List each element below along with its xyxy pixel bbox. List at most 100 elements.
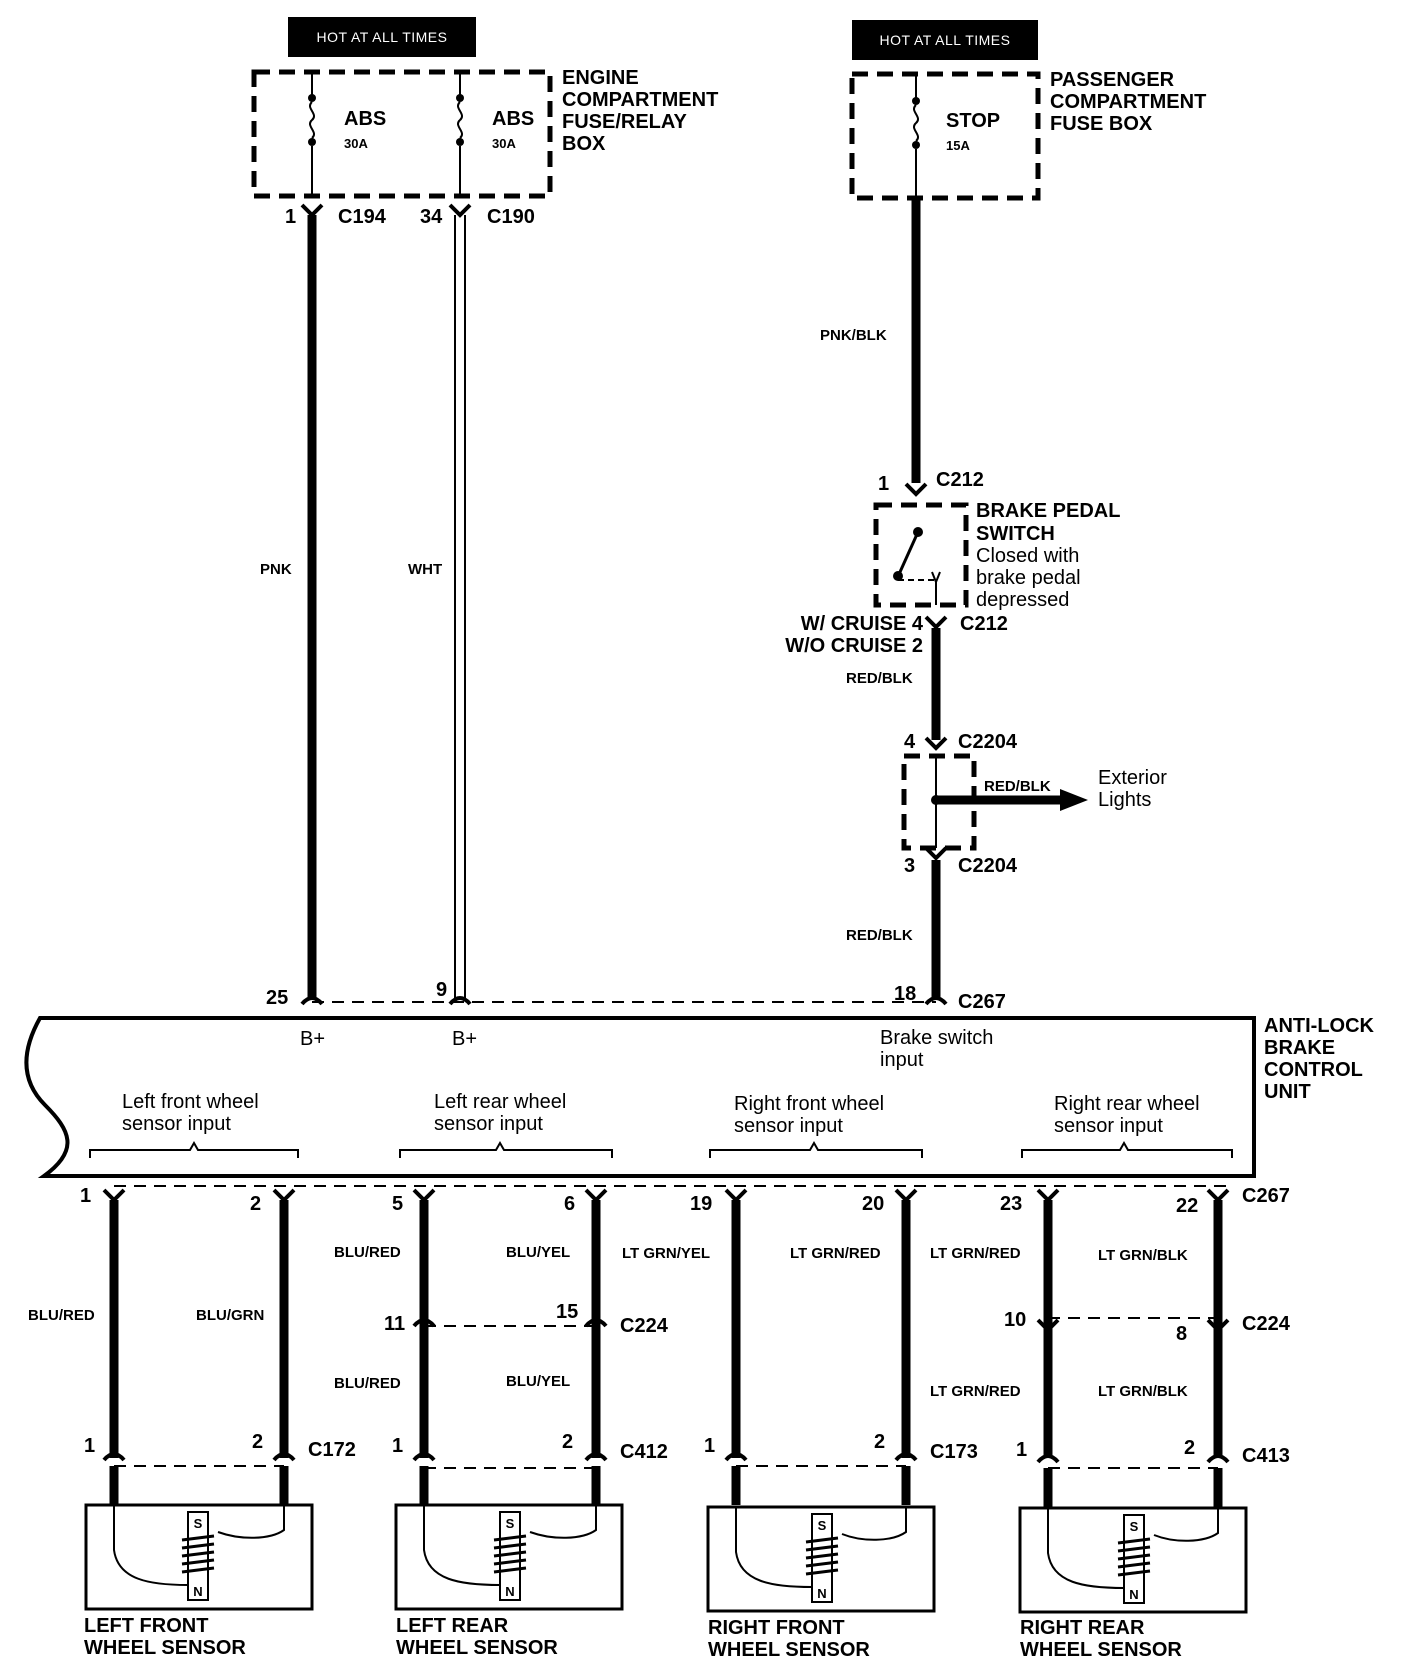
- svg-text:10: 10: [1004, 1309, 1026, 1331]
- abs-fuse-2-name: ABS: [492, 108, 534, 130]
- svg-text:Left rear wheel: Left rear wheel: [434, 1091, 566, 1113]
- rf-wheel-sensor: S N: [706, 1505, 936, 1613]
- svg-text:sensor input: sensor input: [1054, 1115, 1163, 1137]
- svg-text:WHEEL SENSOR: WHEEL SENSOR: [84, 1637, 246, 1659]
- brake-switch-desc: Closed with brake pedal depressed: [976, 545, 1081, 611]
- svg-text:1: 1: [84, 1435, 95, 1457]
- abs-fuse-2-rating: 30A: [492, 136, 516, 151]
- engine-fuse-box: [251, 69, 553, 199]
- c2204-pin3: 3: [904, 855, 915, 877]
- svg-text:15: 15: [556, 1301, 578, 1323]
- svg-text:8: 8: [1176, 1323, 1187, 1345]
- svg-text:brake pedal: brake pedal: [976, 567, 1081, 589]
- svg-text:WHEEL SENSOR: WHEEL SENSOR: [396, 1637, 558, 1659]
- svg-text:BLU/YEL: BLU/YEL: [506, 1373, 570, 1390]
- svg-text:LT GRN/RED: LT GRN/RED: [790, 1245, 881, 1262]
- svg-text:LT GRN/BLK: LT GRN/BLK: [1098, 1383, 1188, 1400]
- svg-text:COMPARTMENT: COMPARTMENT: [562, 89, 718, 111]
- c212-label-top: C212: [936, 469, 984, 491]
- svg-text:BRAKE PEDAL: BRAKE PEDAL: [976, 500, 1120, 522]
- svg-text:BOX: BOX: [562, 133, 606, 155]
- svg-text:1: 1: [1016, 1439, 1027, 1461]
- svg-text:S: S: [818, 1518, 827, 1533]
- svg-text:S: S: [194, 1516, 203, 1531]
- svg-text:Brake switch: Brake switch: [880, 1027, 993, 1049]
- svg-text:BLU/RED: BLU/RED: [334, 1244, 401, 1261]
- rf-sensor-title: RIGHT FRONT WHEEL SENSOR: [708, 1617, 870, 1661]
- rr-wheel-sensor: S N: [1018, 1506, 1248, 1614]
- svg-text:19: 19: [690, 1193, 712, 1215]
- svg-text:2: 2: [1184, 1437, 1195, 1459]
- input-braces: [89, 1140, 1233, 1158]
- lr-input-label: Left rear wheel sensor input: [434, 1091, 566, 1135]
- svg-text:2: 2: [252, 1431, 263, 1453]
- svg-text:C172: C172: [308, 1439, 356, 1461]
- hot-label-right: HOT AT ALL TIMES: [880, 32, 1011, 48]
- svg-text:S: S: [506, 1516, 515, 1531]
- abs-unit-title: ANTI-LOCK BRAKE CONTROL UNIT: [1264, 1015, 1375, 1103]
- passenger-box-label: PASSENGER COMPARTMENT FUSE BOX: [1050, 69, 1206, 135]
- lr-sensor-title: LEFT REAR WHEEL SENSOR: [396, 1615, 558, 1659]
- abs-control-unit: [24, 1016, 1256, 1178]
- svg-text:LT GRN/BLK: LT GRN/BLK: [1098, 1247, 1188, 1264]
- svg-text:BLU/RED: BLU/RED: [334, 1375, 401, 1392]
- svg-text:N: N: [505, 1584, 514, 1599]
- c267-pin25: 25: [266, 987, 288, 1009]
- svg-text:C413: C413: [1242, 1445, 1290, 1467]
- c194-pin: 1: [285, 206, 296, 228]
- abs-fuse-2-icon: [455, 93, 465, 147]
- c267-pin9: 9: [436, 979, 447, 1001]
- rf-circuit: LT GRN/YEL LT GRN/RED 1 2 C173: [622, 1188, 978, 1505]
- svg-text:Right front wheel: Right front wheel: [734, 1093, 884, 1115]
- svg-text:C224: C224: [1242, 1313, 1291, 1335]
- svg-text:BLU/GRN: BLU/GRN: [196, 1307, 264, 1324]
- stop-fuse-icon: [911, 96, 921, 150]
- svg-text:C173: C173: [930, 1441, 978, 1463]
- svg-text:depressed: depressed: [976, 589, 1069, 611]
- rr-input-label: Right rear wheel sensor input: [1054, 1093, 1200, 1137]
- red-blk-label-1: RED/BLK: [846, 670, 913, 687]
- svg-text:UNIT: UNIT: [1264, 1081, 1311, 1103]
- pnk-blk-label: PNK/BLK: [820, 327, 887, 344]
- svg-text:Lights: Lights: [1098, 789, 1151, 811]
- brake-switch-title: BRAKE PEDAL SWITCH: [976, 500, 1120, 545]
- svg-text:1: 1: [80, 1185, 91, 1207]
- exterior-lights-label: Exterior Lights: [1098, 767, 1167, 811]
- svg-text:COMPARTMENT: COMPARTMENT: [1050, 91, 1206, 113]
- red-blk-label-ext: RED/BLK: [984, 778, 1051, 795]
- svg-text:sensor input: sensor input: [434, 1113, 543, 1135]
- svg-text:BLU/YEL: BLU/YEL: [506, 1244, 570, 1261]
- hot-label-left: HOT AT ALL TIMES: [317, 29, 448, 45]
- rr-sensor-title: RIGHT REAR WHEEL SENSOR: [1020, 1617, 1182, 1661]
- c190-pin: 34: [420, 206, 443, 228]
- svg-text:input: input: [880, 1049, 924, 1071]
- lf-circuit: BLU/RED BLU/GRN 1 2 C172: [28, 1188, 356, 1505]
- red-blk-label-2: RED/BLK: [846, 927, 913, 944]
- c212-cruise: W/ CRUISE 4: [801, 613, 924, 635]
- c212-pin1: 1: [878, 473, 889, 495]
- wht-wire-label: WHT: [408, 561, 442, 578]
- brake-switch-input-label: Brake switch input: [880, 1027, 993, 1071]
- svg-text:ENGINE: ENGINE: [562, 67, 639, 89]
- svg-text:LEFT FRONT: LEFT FRONT: [84, 1615, 208, 1637]
- svg-text:sensor input: sensor input: [122, 1113, 231, 1135]
- svg-text:ANTI-LOCK: ANTI-LOCK: [1264, 1015, 1375, 1037]
- c267-label-bottom: C267: [1242, 1185, 1290, 1207]
- rr-circuit: LT GRN/RED LT GRN/BLK 10 8 C224 LT GRN/R…: [930, 1188, 1291, 1508]
- svg-text:PASSENGER: PASSENGER: [1050, 69, 1175, 91]
- svg-text:LT GRN/YEL: LT GRN/YEL: [622, 1245, 710, 1262]
- c267-label-top: C267: [958, 991, 1006, 1013]
- svg-text:S: S: [1130, 1519, 1139, 1534]
- bplus-label-1: B+: [300, 1028, 325, 1050]
- hot-label-right-bg: [852, 20, 1038, 60]
- lf-sensor-title: LEFT FRONT WHEEL SENSOR: [84, 1615, 246, 1659]
- svg-text:LT GRN/RED: LT GRN/RED: [930, 1383, 1021, 1400]
- svg-text:sensor input: sensor input: [734, 1115, 843, 1137]
- svg-text:Right rear wheel: Right rear wheel: [1054, 1093, 1200, 1115]
- hot-label-left-bg: [288, 17, 476, 57]
- svg-text:C224: C224: [620, 1315, 669, 1337]
- svg-text:5: 5: [392, 1193, 403, 1215]
- svg-text:23: 23: [1000, 1193, 1022, 1215]
- svg-text:BRAKE: BRAKE: [1264, 1037, 1335, 1059]
- svg-text:SWITCH: SWITCH: [976, 523, 1055, 545]
